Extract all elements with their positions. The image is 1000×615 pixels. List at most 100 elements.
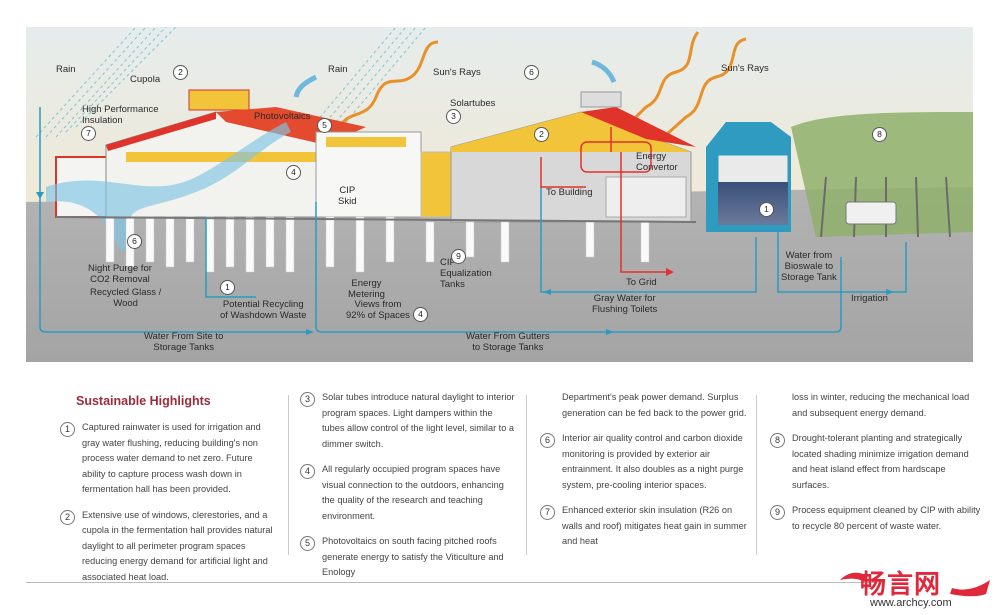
label-rain-mid: Rain — [328, 64, 348, 75]
floor-slab — [55, 216, 697, 223]
highlight-text: Drought-tolerant planting and strategica… — [792, 433, 969, 490]
item-number: 1 — [60, 422, 75, 437]
rain-left-icon — [35, 26, 177, 138]
label-cupola: Cupola — [130, 74, 161, 85]
sun-ray-left-icon — [329, 40, 439, 153]
sun-ray-right-icon-b — [664, 37, 747, 137]
item-number: 6 — [540, 433, 555, 448]
label-rain-left: Rain — [56, 64, 76, 75]
foundation-piles — [105, 216, 650, 273]
sustainability-diagram: Rain Cupola High Performance Insulation … — [26, 26, 973, 362]
office-glazing — [326, 137, 406, 147]
marker-2-cupola: 2 — [173, 65, 188, 80]
highlight-item-6: 6 Interior air quality control and carbon… — [540, 431, 755, 493]
air-exhaust-arrow-left — [293, 74, 318, 98]
marker-1-recycling: 1 — [220, 280, 235, 295]
diagram-illustration — [26, 26, 973, 362]
highlight-text: Solar tubes introduce natural daylight t… — [322, 392, 515, 449]
label-water-from-site: Water From Site to Storage Tanks — [144, 331, 224, 353]
water-arrows — [36, 192, 894, 335]
air-exhaust-arrow-right — [591, 59, 617, 84]
highlights-title: Sustainable Highlights — [76, 394, 211, 408]
item-number: 5 — [300, 536, 315, 551]
marker-1-tank: 1 — [759, 202, 774, 217]
highlight-text: Enhanced exterior skin insulation (R26 o… — [562, 505, 747, 546]
marker-2-winery: 2 — [534, 127, 549, 142]
label-high-performance-insulation: High Performance Insulation — [82, 104, 159, 126]
highlight-item-5: 5 Photovoltaics on south facing pitched r… — [300, 534, 515, 581]
highlight-item-9: 9 Process equipment cleaned by CIP with a… — [770, 503, 985, 534]
rooftop-unit — [580, 91, 622, 108]
cupola — [188, 89, 250, 111]
item-number: 4 — [300, 464, 315, 479]
energy-convertor-box — [580, 141, 652, 173]
marker-6-exhaust: 6 — [524, 65, 539, 80]
label-water-bioswale: Water from Bioswale to Storage Tank — [781, 250, 837, 283]
label-water-from-gutters: Water From Gutters to Storage Tanks — [466, 331, 550, 353]
label-potential-recycling: Potential Recycling of Washdown Waste — [220, 299, 307, 321]
highlight-item-2: 2 Extensive use of windows, clerestories,… — [60, 508, 275, 586]
highlights-column-1: 1 Captured rainwater is used for irrigati… — [60, 420, 275, 595]
clerestory-band — [126, 152, 316, 162]
item-number: 8 — [770, 433, 785, 448]
label-recycled-glass: Recycled Glass / Wood — [90, 287, 162, 309]
item-number: 7 — [540, 505, 555, 520]
item-number: 3 — [300, 392, 315, 407]
label-suns-rays-right: Sun's Rays — [721, 63, 769, 74]
highlight-item-7: 7 Enhanced exterior skin insulation (R26 … — [540, 503, 755, 550]
item-number: 9 — [770, 505, 785, 520]
watermark-swoosh-icon — [840, 572, 990, 597]
highlights-column-3: Department's peak power demand. Surplus … — [540, 390, 755, 560]
sun-ray-right-icon-a — [624, 31, 700, 129]
vineyard-trees — [791, 112, 973, 237]
water-lines — [39, 107, 907, 333]
watermark-logo: 畅言网 — [860, 570, 942, 600]
marker-7: 7 — [81, 126, 96, 141]
roof-left — [106, 112, 216, 151]
label-photovoltaics: Photovoltaics — [254, 111, 311, 122]
column-divider — [288, 395, 289, 555]
pv-roof-right — [581, 107, 696, 147]
marker-6-purge: 6 — [127, 234, 142, 249]
highlights-column-4: loss in winter, reducing the mechanical … — [770, 390, 985, 544]
marker-3: 3 — [446, 109, 461, 124]
equipment — [605, 176, 687, 218]
marker-4-views: 4 — [413, 307, 428, 322]
highlight-item-7-continued: loss in winter, reducing the mechanical … — [770, 390, 985, 421]
marker-4-interior: 4 — [286, 165, 301, 180]
truck — [845, 201, 897, 225]
watermark-url[interactable]: www.archcy.com — [870, 597, 952, 609]
highlight-text: Interior air quality control and carbon … — [562, 433, 744, 490]
marker-5: 5 — [317, 118, 332, 133]
label-night-purge: Night Purge for CO2 Removal — [88, 263, 152, 285]
label-views-from: Views from 92% of Spaces — [346, 299, 410, 321]
marker-8: 8 — [872, 127, 887, 142]
item-number: 2 — [60, 509, 75, 525]
highlight-text: loss in winter, reducing the mechanical … — [792, 392, 970, 418]
storage-tank-water — [718, 182, 788, 225]
to-grid-arrow — [666, 268, 674, 276]
label-cip-skid: CIP Skid — [338, 185, 357, 207]
highlights-column-2: 3 Solar tubes introduce natural daylight … — [300, 390, 515, 591]
highlight-item-1: 1 Captured rainwater is used for irrigati… — [60, 420, 275, 498]
label-gray-water: Gray Water for Flushing Toilets — [592, 293, 658, 315]
label-to-building: To Building — [546, 187, 593, 198]
highlight-text: Photovoltaics on south facing pitched ro… — [322, 536, 504, 577]
highlight-item-8: 8 Drought-tolerant planting and strategic… — [770, 431, 985, 493]
label-to-grid: To Grid — [626, 277, 657, 288]
highlight-item-3: 3 Solar tubes introduce natural daylight … — [300, 390, 515, 452]
label-irrigation: Irrigation — [851, 293, 888, 304]
highlight-text: Process equipment cleaned by CIP with ab… — [792, 505, 981, 531]
highlight-text: Captured rainwater is used for irrigatio… — [82, 422, 261, 494]
label-energy-convertor: Energy Convertor — [636, 151, 678, 173]
label-suns-rays-left: Sun's Rays — [433, 67, 481, 78]
label-solartubes: Solartubes — [450, 98, 496, 109]
rain-mid-icon — [315, 26, 427, 123]
highlight-text: Extensive use of windows, clerestories, … — [82, 509, 273, 582]
column-divider — [756, 395, 757, 555]
energy-lines — [540, 127, 666, 273]
label-energy-metering: Energy Metering — [348, 278, 385, 300]
highlight-item-5-continued: Department's peak power demand. Surplus … — [540, 390, 755, 421]
label-cip-equalization: CIP Equalization Tanks — [440, 257, 492, 290]
